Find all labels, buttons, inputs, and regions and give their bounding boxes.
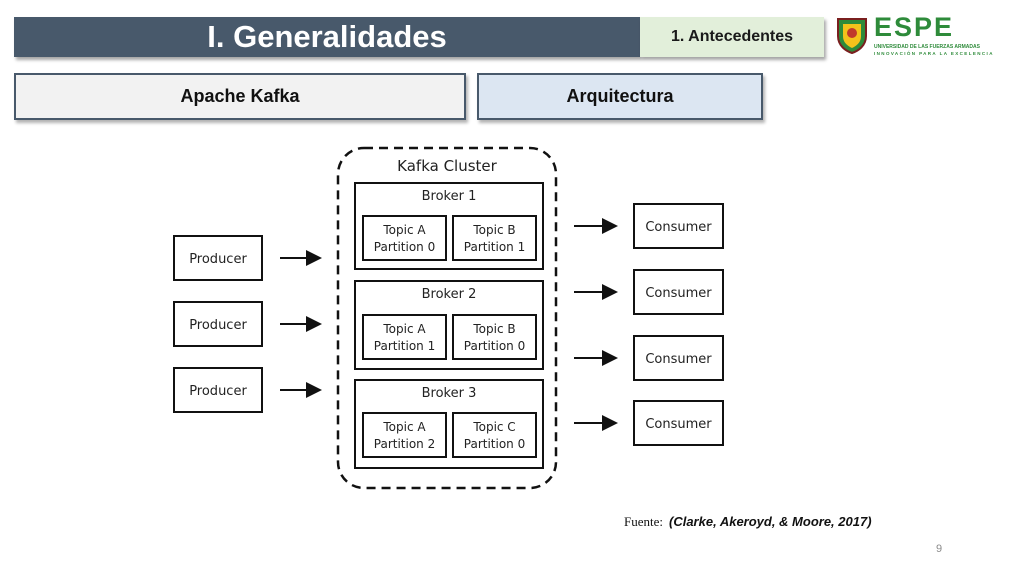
partition-box [362, 412, 447, 458]
consumer-node: Consumer [633, 335, 724, 381]
partition-label: Partition 0 [464, 339, 525, 353]
consumer-label: Consumer [645, 352, 712, 367]
broker-box: Broker 1 Topic A Partition 0 Topic B Par… [354, 182, 544, 270]
university-shield-icon [837, 18, 867, 54]
producer-node: Producer [173, 301, 263, 347]
tab-arquitectura-label: Arquitectura [566, 86, 674, 106]
tab-apache-kafka-label: Apache Kafka [180, 86, 300, 106]
broker-label: Broker 1 [422, 189, 477, 204]
topic-label: Topic A [382, 420, 426, 434]
kafka-cluster-boundary [336, 146, 558, 490]
broker-box: Broker 3 Topic A Partition 2 Topic C Par… [354, 379, 544, 469]
section-label: 1. Antecedentes [670, 28, 794, 45]
consumer-node: Consumer [633, 203, 724, 249]
slide-title-bar: I. Generalidades [14, 17, 640, 57]
logo-subtitle: UNIVERSIDAD DE LAS FUERZAS ARMADAS [874, 44, 980, 50]
topic-label: Topic B [472, 322, 515, 336]
partition-label: Partition 1 [374, 339, 435, 353]
consumer-node: Consumer [633, 400, 724, 446]
broker-box: Broker 2 Topic A Partition 1 Topic B Par… [354, 280, 544, 370]
section-tab: 1. Antecedentes [640, 17, 824, 57]
producer-node: Producer [173, 367, 263, 413]
partition-box [452, 215, 537, 261]
slide-title: I. Generalidades [207, 19, 447, 54]
source-label: Fuente: [624, 514, 663, 529]
consumer-label: Consumer [645, 286, 712, 301]
tab-apache-kafka: Apache Kafka [14, 73, 466, 120]
tab-arquitectura: Arquitectura [477, 73, 763, 120]
topic-label: Topic A [382, 322, 426, 336]
page-number: 9 [936, 543, 943, 555]
topic-label: Topic B [472, 223, 515, 237]
producer-node: Producer [173, 235, 263, 281]
kafka-architecture-diagram: Kafka Cluster Producer Producer Producer… [173, 146, 724, 490]
producer-label: Producer [189, 384, 247, 399]
partition-box [362, 215, 447, 261]
consumer-label: Consumer [645, 220, 712, 235]
consumer-node: Consumer [633, 269, 724, 315]
producer-label: Producer [189, 318, 247, 333]
logo-tagline: INNOVACIÓN PARA LA EXCELENCIA [874, 51, 994, 56]
broker-label: Broker 3 [422, 386, 477, 401]
topic-label: Topic C [472, 420, 515, 434]
partition-box [452, 314, 537, 360]
kafka-cluster-label: Kafka Cluster [397, 157, 498, 175]
partition-box [452, 412, 537, 458]
broker-label: Broker 2 [422, 287, 477, 302]
partition-box [362, 314, 447, 360]
partition-label: Partition 0 [374, 240, 435, 254]
source-reference: (Clarke, Akeroyd, & Moore, 2017) [669, 514, 872, 529]
partition-label: Partition 0 [464, 437, 525, 451]
partition-label: Partition 1 [464, 240, 525, 254]
source-citation: Fuente: (Clarke, Akeroyd, & Moore, 2017) [624, 514, 872, 530]
topic-label: Topic A [382, 223, 426, 237]
producer-label: Producer [189, 252, 247, 267]
consumer-label: Consumer [645, 417, 712, 432]
espe-logo: ESPE UNIVERSIDAD DE LAS FUERZAS ARMADAS … [834, 12, 992, 58]
logo-wordmark: ESPE [874, 12, 955, 42]
partition-label: Partition 2 [374, 437, 435, 451]
